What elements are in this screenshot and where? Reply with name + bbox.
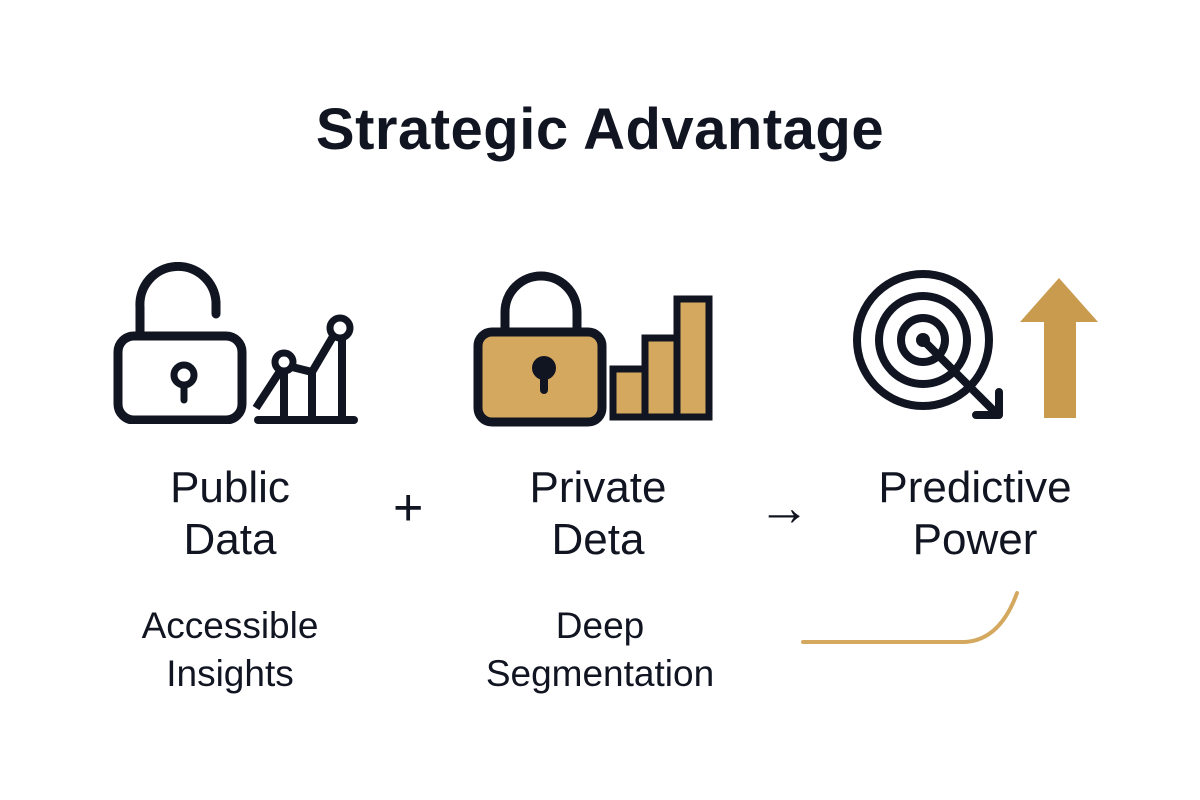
up-arrow-icon: [1020, 278, 1098, 418]
heading-line: Data: [183, 515, 277, 564]
heading-line: Public: [170, 463, 290, 512]
locked-padlock-icon: [473, 271, 607, 427]
heading-line: Private: [529, 463, 667, 512]
plus-operator: +: [393, 479, 424, 537]
predictive-power-heading: Predictive Power: [840, 462, 1110, 566]
arrow-operator: →: [758, 479, 810, 537]
subtitle-line: Segmentation: [485, 653, 715, 694]
heading-line: Predictive: [878, 463, 1072, 512]
heading-line: Deta: [551, 515, 645, 564]
deep-segmentation-subtitle: Deep Segmentation: [440, 602, 760, 698]
private-data-heading: Private Deta: [478, 462, 718, 566]
public-data-heading: Public Data: [110, 462, 350, 566]
page-title: Strategic Advantage: [315, 97, 885, 162]
heading-line: Power: [912, 515, 1038, 564]
bar-chart-icon: [609, 295, 713, 421]
accessible-insights-subtitle: Accessible Insights: [100, 602, 360, 698]
growth-curve-line: [801, 591, 1019, 644]
subtitle-line: Accessible: [141, 605, 319, 646]
subtitle-line: Deep: [555, 605, 645, 646]
target-icon: [853, 270, 1003, 419]
line-chart-icon: [252, 314, 358, 424]
unlocked-padlock-icon: [113, 262, 247, 424]
subtitle-line: Insights: [166, 653, 294, 694]
